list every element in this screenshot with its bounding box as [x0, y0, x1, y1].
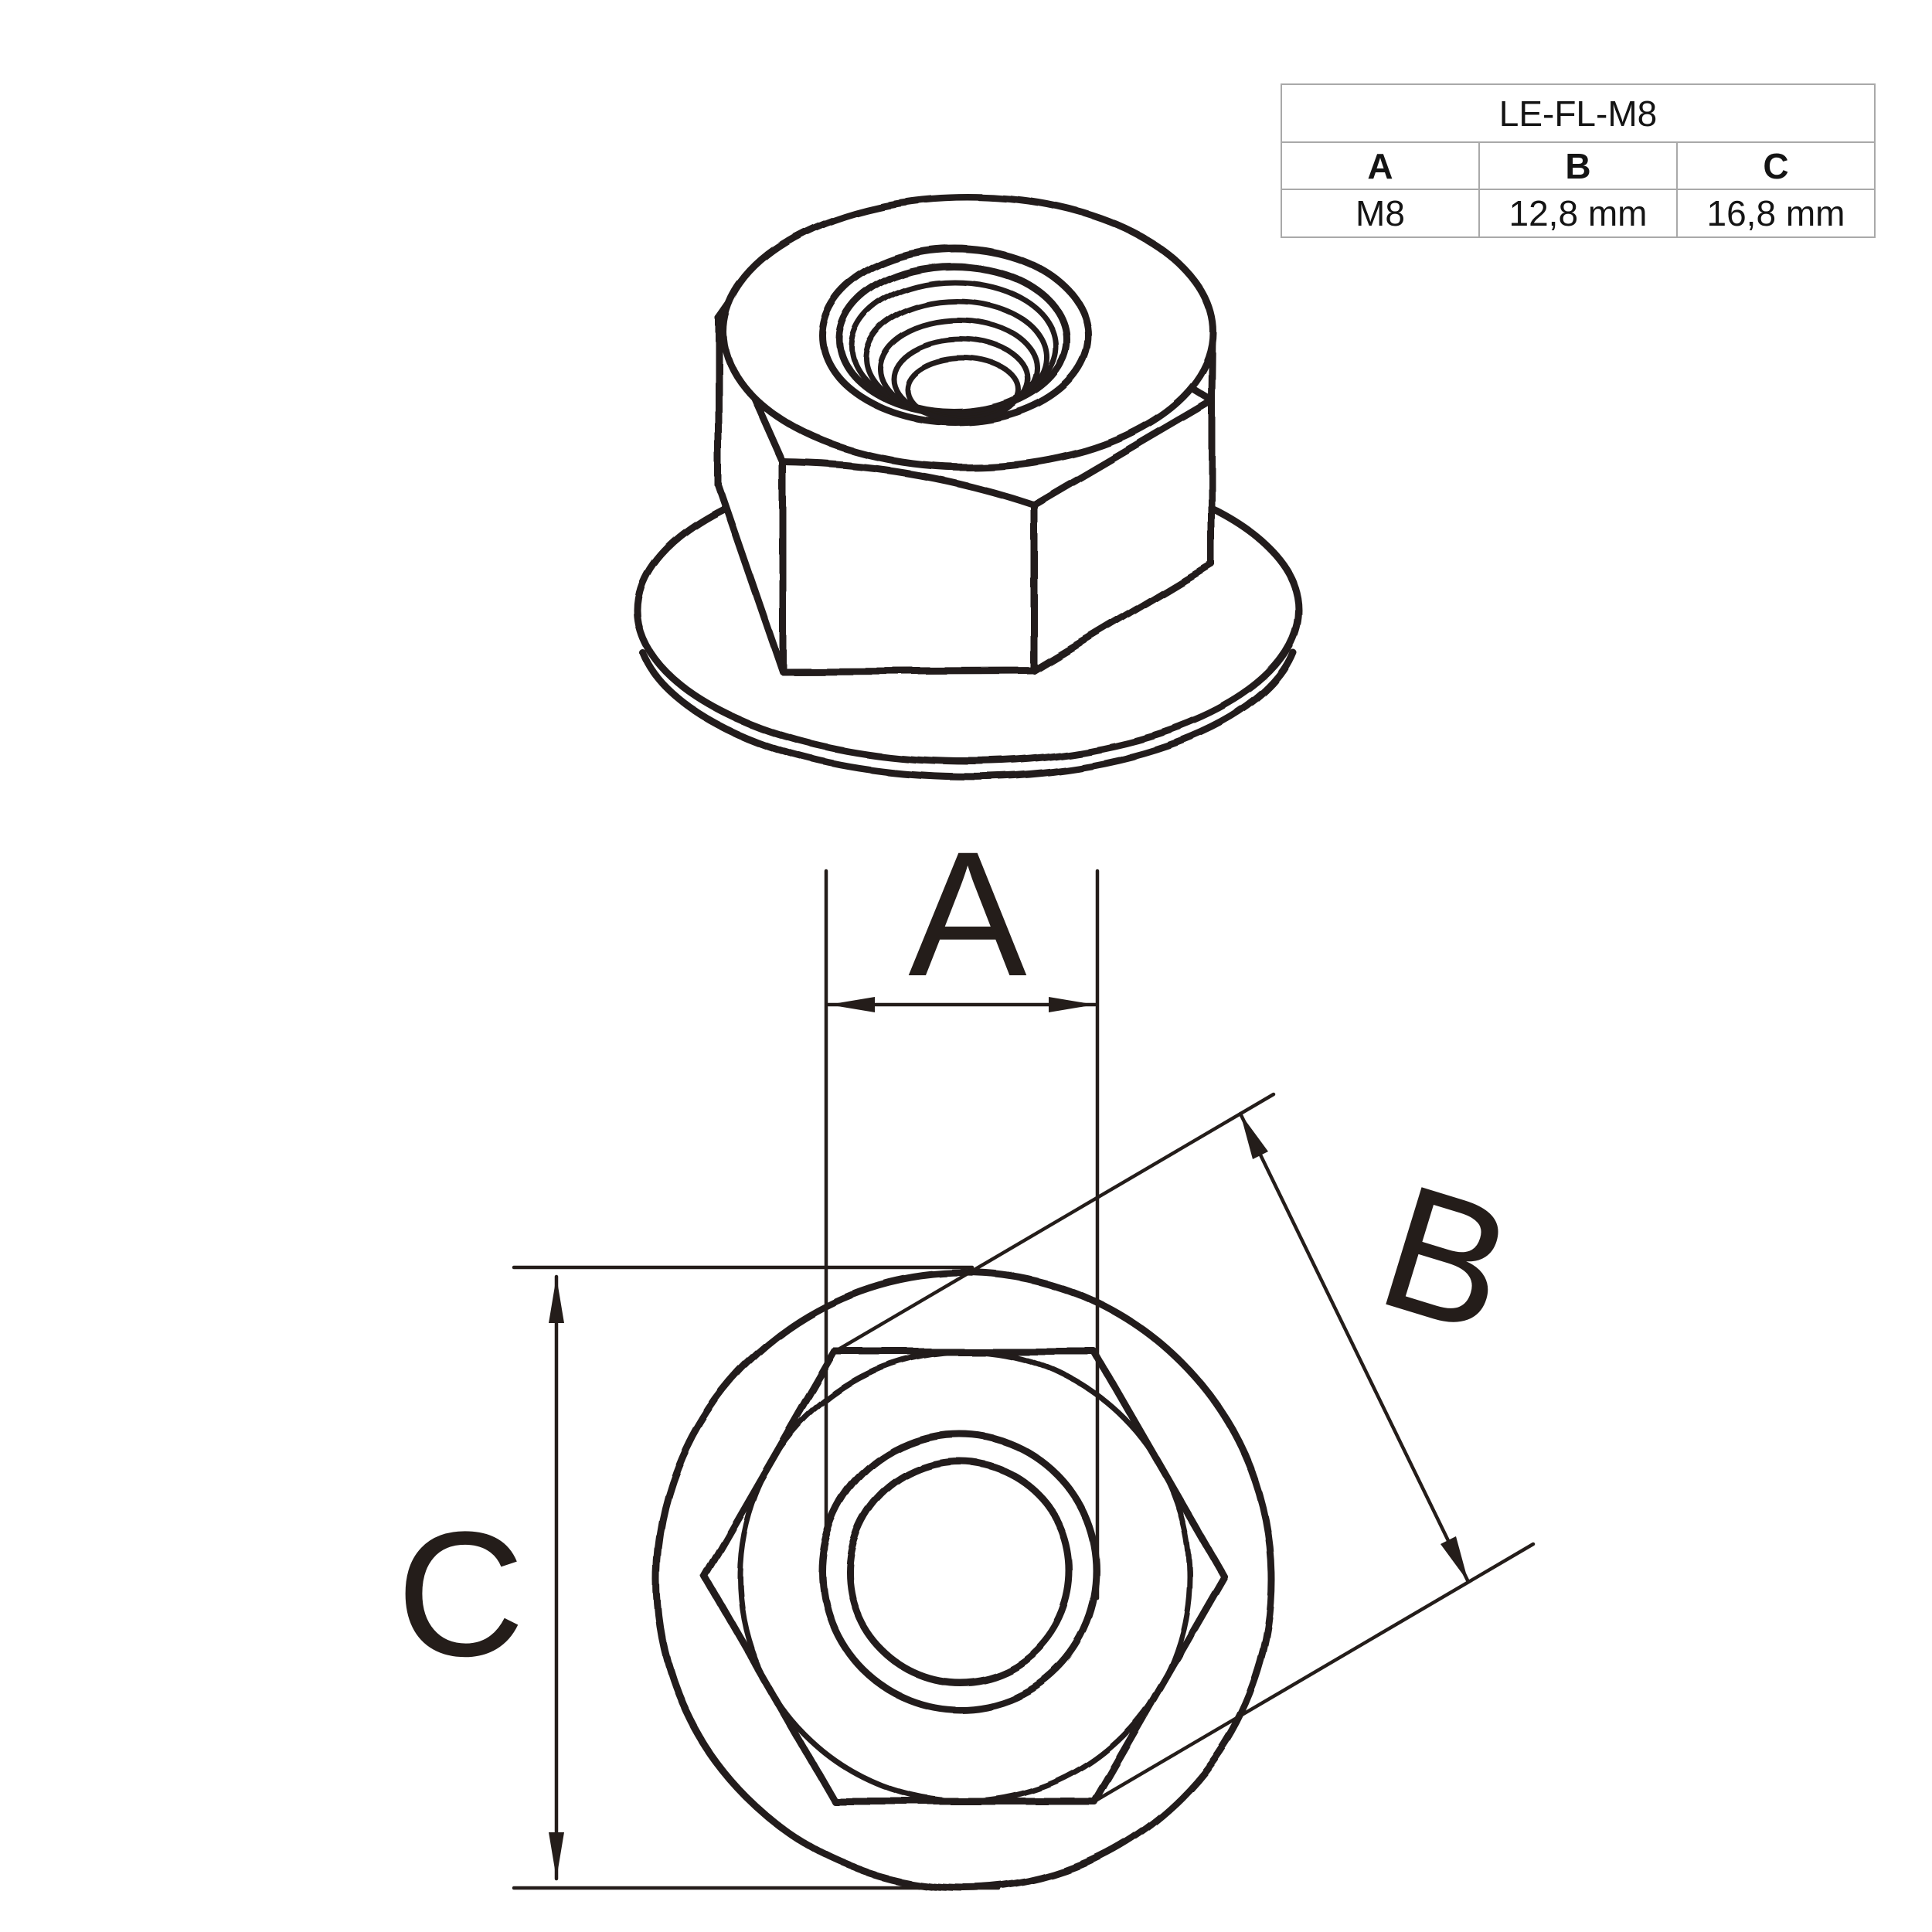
spec-table-header-c: C	[1676, 141, 1876, 190]
spec-table-model-row: LE-FL-M8	[1281, 83, 1876, 143]
spec-table: LE-FL-M8 A B C M8 12,8 mm 16,8 mm	[1281, 83, 1876, 238]
chamfer-circle	[736, 1349, 1192, 1804]
dimension-c	[512, 1265, 1001, 1890]
dim-c-arrowhead-top	[549, 1277, 564, 1323]
thread-arcs	[849, 278, 1059, 423]
spec-table-header-b: B	[1478, 141, 1678, 190]
spec-table-value-b: 12,8 mm	[1478, 189, 1678, 238]
dim-b-extension-upper	[832, 1092, 1276, 1354]
dim-c-arrowhead-bottom	[549, 1832, 564, 1879]
hex-top-edge-right-face	[1030, 396, 1216, 509]
dim-a-arrowhead-left	[828, 997, 875, 1012]
hole-circle	[845, 1458, 1074, 1686]
hex-top-edge-front-face	[779, 458, 1038, 509]
dim-b-extension-lower	[1092, 1542, 1536, 1804]
flange-nut-plan-view	[653, 1269, 1276, 1892]
dim-b-arrowhead-bottom	[1440, 1536, 1468, 1582]
spec-table-header-row: A B C	[1281, 141, 1876, 190]
spec-table-model: LE-FL-M8	[1281, 83, 1876, 143]
dim-b-arrow-line	[1238, 1111, 1471, 1584]
flange-nut-isometric-view	[634, 194, 1303, 781]
flange-outline-circle	[653, 1269, 1276, 1892]
dim-b-arrowhead-top	[1240, 1114, 1268, 1159]
spec-table-header-a: A	[1281, 141, 1480, 190]
spec-table-value-row: M8 12,8 mm 16,8 mm	[1281, 189, 1876, 238]
dimension-a	[824, 869, 1100, 1600]
spec-table-value-a: M8	[1281, 189, 1480, 238]
spec-table-value-c: 16,8 mm	[1676, 189, 1876, 238]
dimension-b	[832, 1092, 1536, 1804]
dim-label-b: B	[1361, 1146, 1532, 1371]
dim-label-c: C	[396, 1495, 525, 1693]
dim-a-arrowhead-right	[1049, 997, 1095, 1012]
dim-label-a: A	[908, 815, 1026, 1013]
flange-bottom-rim	[639, 649, 1298, 781]
hex-bottom-edges	[715, 481, 1216, 675]
